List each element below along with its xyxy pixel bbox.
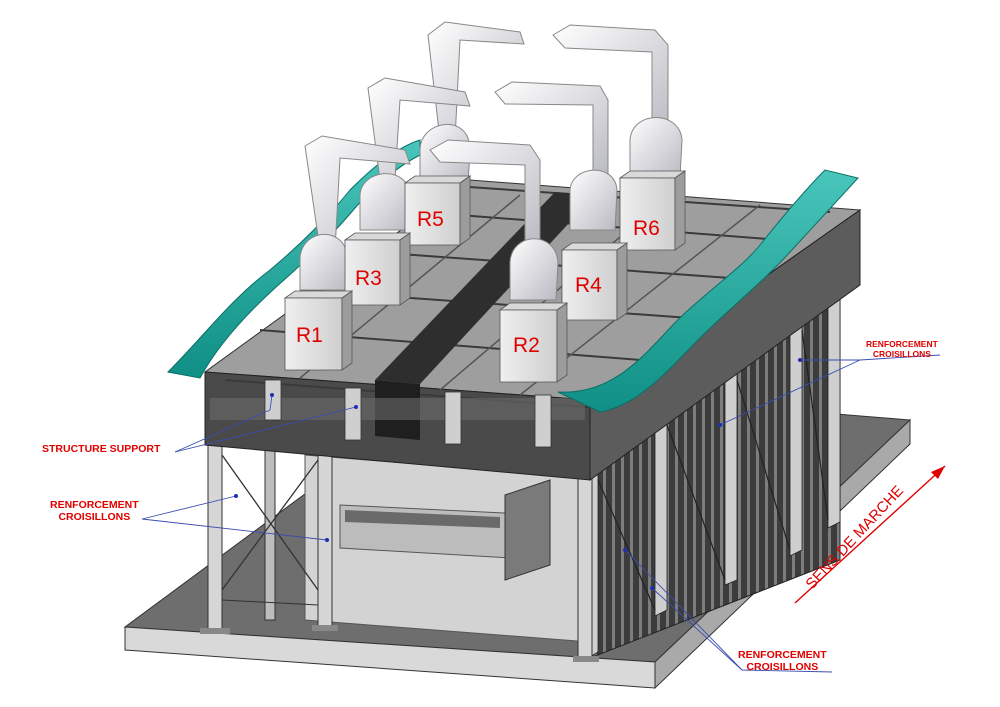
robot-arms (299, 21, 683, 301)
callout-renfort-bottom-right: RENFORCEMENT CROISILLONS (738, 649, 827, 674)
robot-box-r5 (403, 175, 472, 246)
callout-structure-support: STRUCTURE SUPPORT (42, 443, 161, 456)
robot-label-r6: R6 (633, 217, 660, 240)
callout-renfort-bottom-right-line1: RENFORCEMENT (738, 649, 827, 661)
platform (203, 179, 862, 481)
robot-label-r4: R4 (575, 274, 602, 297)
callout-renfort-bottom-right-line2: CROISILLONS (746, 660, 819, 673)
robot-label-r1: R1 (296, 324, 323, 347)
callout-renfort-left-line2: CROISILLONS (58, 510, 131, 523)
robot-label-r5: R5 (417, 208, 444, 231)
callout-renfort-right-top: RENFORCEMENT CROISILLONS (866, 339, 938, 359)
callout-structure-support-text: STRUCTURE SUPPORT (42, 443, 161, 455)
interior-bay (304, 454, 591, 643)
robot-labels: R5 R6 R3 R4 R1 R2 (296, 208, 660, 357)
robot-box-r2 (498, 302, 569, 383)
robot-boxes (283, 170, 687, 383)
leader-lines (141, 354, 941, 673)
leader-dots (234, 358, 802, 590)
robot-box-r4 (560, 242, 629, 321)
robot-box-r6 (618, 170, 687, 251)
callout-renfort-right-top-line1: RENFORCEMENT (866, 339, 938, 349)
teal-guards (166, 139, 859, 413)
front-legs (200, 444, 599, 662)
robot-box-r1 (283, 290, 354, 371)
robot-label-r2: R2 (513, 334, 540, 357)
callout-renfort-right-top-line2: CROISILLONS (872, 348, 931, 359)
callout-renfort-left: RENFORCEMENT CROISILLONS (50, 499, 139, 524)
robot-box-r3 (343, 232, 412, 306)
robot-label-r3: R3 (355, 267, 382, 290)
callout-renfort-left-line1: RENFORCEMENT (50, 499, 139, 511)
